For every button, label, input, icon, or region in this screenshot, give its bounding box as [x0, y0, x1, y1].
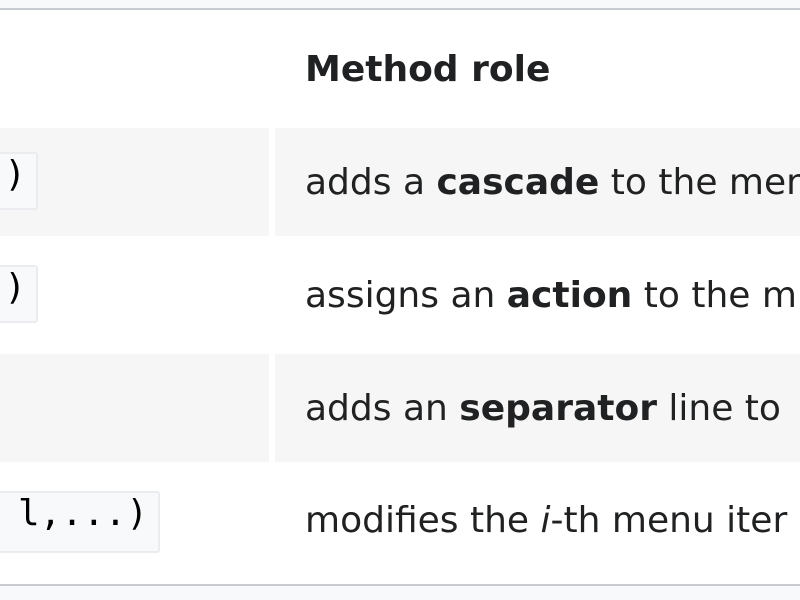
table-header-row: Method role [0, 10, 800, 128]
method-cell: ) [0, 128, 269, 236]
page-top-border [0, 0, 800, 10]
method-cell: ) [0, 236, 269, 354]
method-code: l,...) [0, 491, 160, 553]
role-text: adds a cascade to the men [305, 162, 800, 203]
role-text: modifies the i-th menu iter [305, 500, 788, 541]
method-code: ) [0, 152, 38, 210]
column-header-method-role: Method role [305, 49, 551, 90]
methods-table: Method role ) adds a cascade to the men … [0, 10, 800, 586]
role-text: adds an separator line to [305, 388, 781, 429]
method-cell [0, 354, 269, 462]
table-row: ) adds a cascade to the men [0, 128, 800, 236]
role-cell: assigns an action to the m [275, 236, 800, 354]
method-code: ) [0, 265, 38, 323]
table-row: ) assigns an action to the m [0, 236, 800, 354]
role-cell: modifies the i-th menu iter [275, 462, 800, 584]
table-row: adds an separator line to [0, 354, 800, 462]
role-cell: adds an separator line to [275, 354, 800, 462]
role-text: assigns an action to the m [305, 275, 797, 316]
method-cell: l,...) [0, 462, 269, 584]
table-row: l,...) modifies the i-th menu iter [0, 462, 800, 584]
role-cell: adds a cascade to the men [275, 128, 800, 236]
